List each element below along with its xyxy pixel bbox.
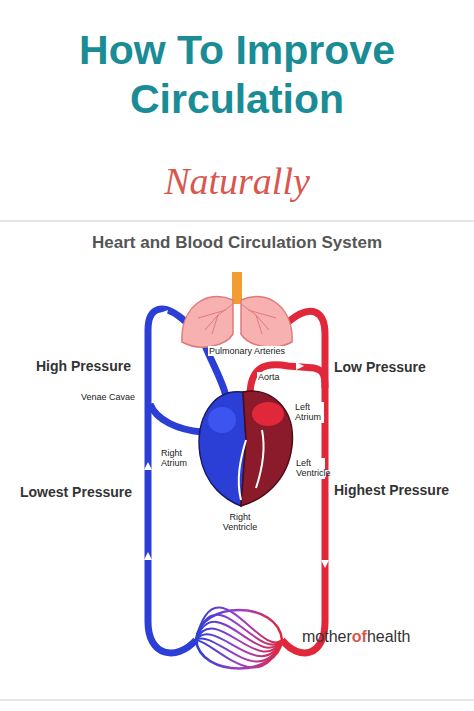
- right-atrium-shape: [208, 407, 236, 433]
- capillary: [196, 640, 282, 668]
- page-title: How To Improve Circulation: [27, 26, 447, 124]
- logo-word: mother: [302, 628, 352, 645]
- aorta: [250, 365, 325, 396]
- part-label: Right Ventricle: [214, 512, 266, 533]
- part-label: Right Atrium: [160, 448, 196, 469]
- left-atrium-shape: [252, 402, 284, 426]
- right-lung: [241, 296, 292, 347]
- part-label: Left Ventricle: [295, 458, 325, 479]
- part-label: Venae Cavae: [80, 392, 136, 402]
- heart-arrow: [256, 430, 264, 488]
- flow-arrows: [144, 310, 329, 568]
- pressure-label: High Pressure: [36, 358, 131, 374]
- lung-vessels: [198, 304, 276, 334]
- capillary-outline: [196, 610, 282, 669]
- diagram-heading: Heart and Blood Circulation System: [17, 233, 457, 253]
- artery-loop: [282, 311, 325, 653]
- septum-arrow: [239, 440, 246, 500]
- venae-cavae: [150, 404, 202, 432]
- right-heart: [199, 392, 246, 506]
- pressure-label: Low Pressure: [334, 359, 426, 375]
- pressure-label: Lowest Pressure: [20, 484, 132, 500]
- pressure-label: Highest Pressure: [334, 482, 449, 498]
- vein-loop: [148, 309, 196, 653]
- left-heart: [241, 391, 292, 506]
- divider-line: [0, 220, 474, 222]
- left-lung: [182, 296, 233, 347]
- part-label: Left Atrium: [294, 402, 324, 423]
- logo-word: of: [352, 628, 367, 645]
- logo: motherofhealth: [302, 628, 411, 646]
- part-label: Pulmonary Arteries: [208, 346, 286, 356]
- subtitle-script: Naturally: [87, 160, 387, 204]
- trachea: [232, 272, 242, 304]
- divider-line: [0, 699, 474, 701]
- part-label: Aorta: [257, 372, 281, 382]
- capillary: [196, 639, 282, 662]
- capillary-bed: [196, 607, 282, 668]
- logo-word: health: [367, 628, 411, 645]
